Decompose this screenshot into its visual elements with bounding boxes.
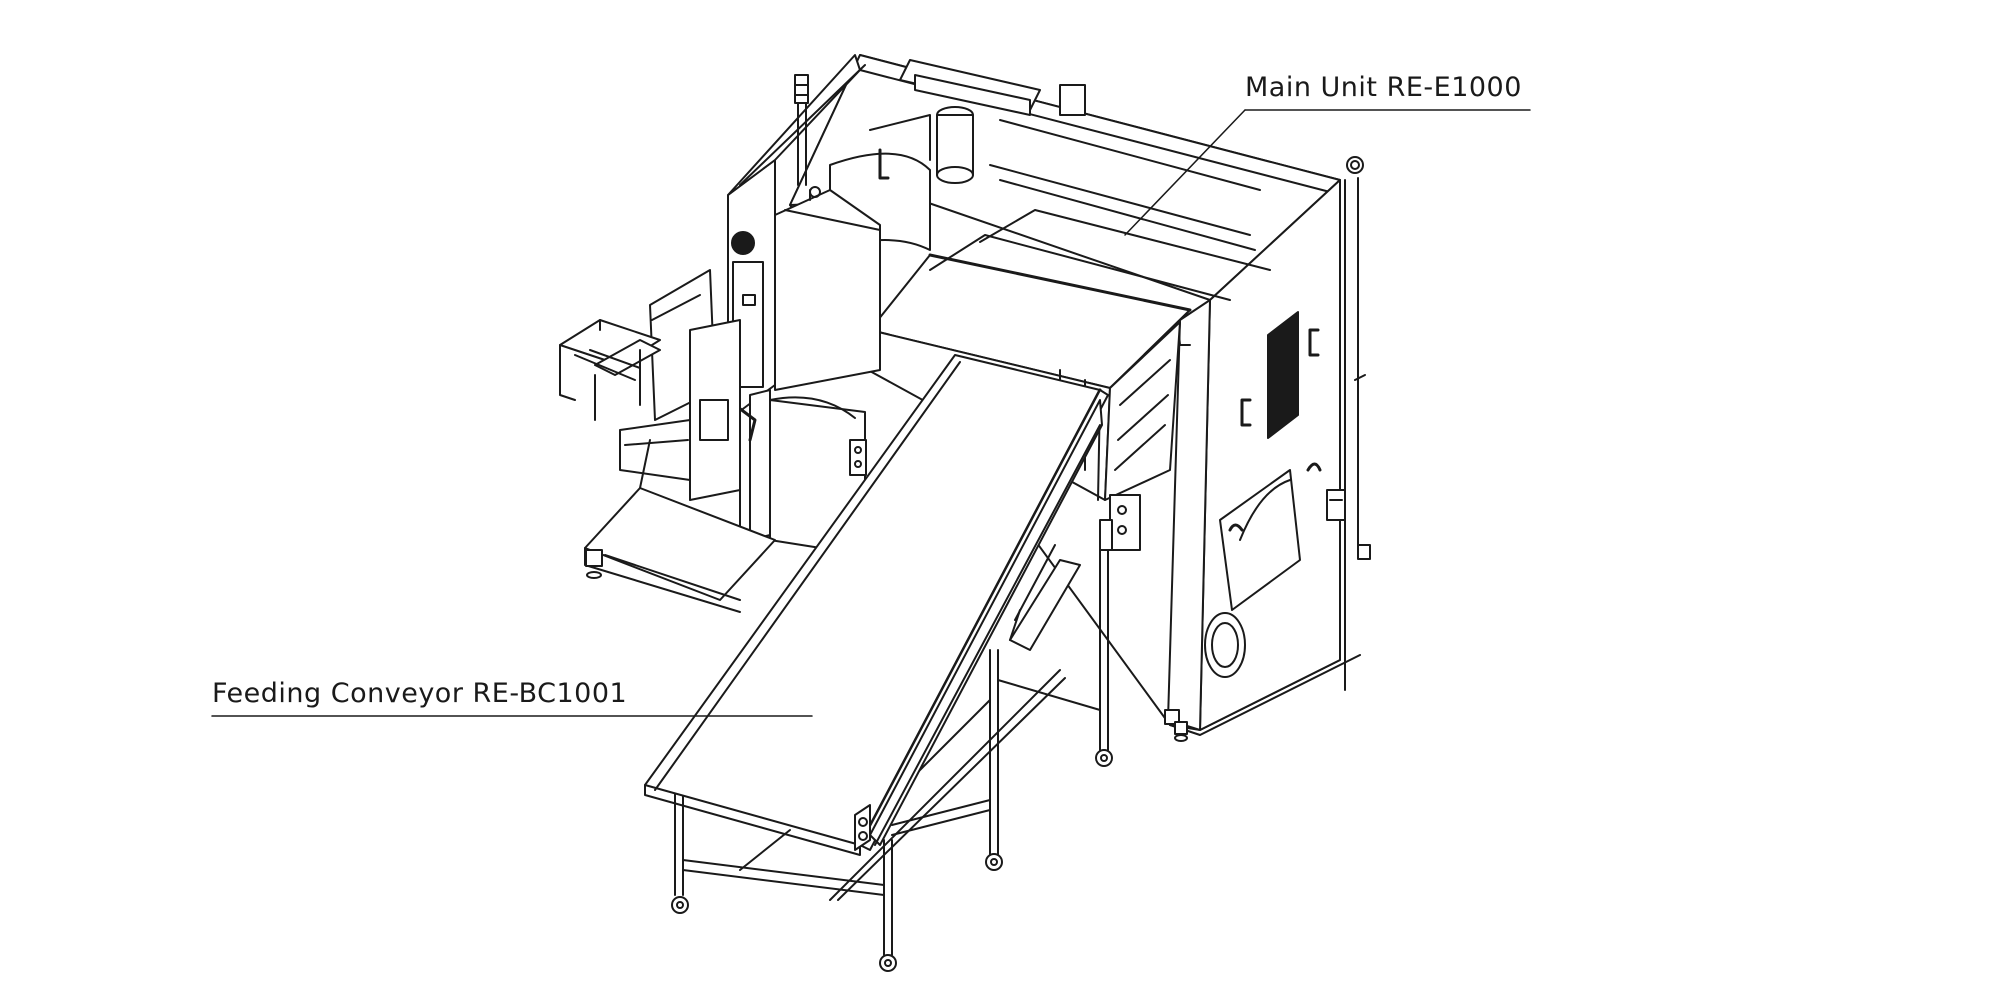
main-unit-body [559,54,1371,742]
main-unit-label: Main Unit RE-E1000 [1245,72,1522,103]
feeding-conveyor-label: Feeding Conveyor RE-BC1001 [212,678,628,709]
callout-leaders [211,109,1531,717]
feeding-conveyor-body [644,354,1113,972]
main-unit-leader [1124,109,1246,236]
